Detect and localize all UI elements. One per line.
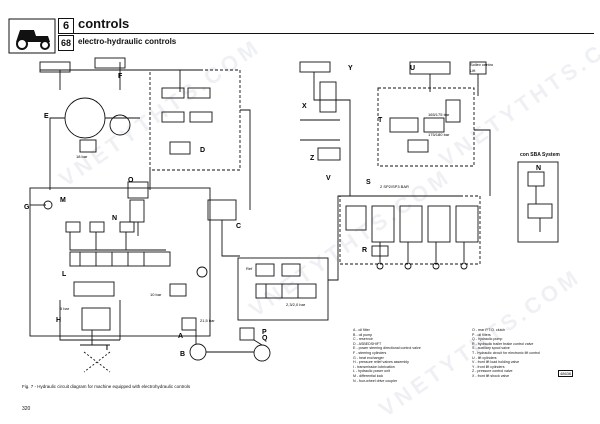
legend-item: E - power steering directional control v… — [353, 346, 421, 351]
label-I: I — [106, 345, 108, 352]
label-Y: Y — [348, 65, 353, 72]
legend-item: M - differential lock — [353, 373, 384, 378]
header-rule — [58, 33, 594, 34]
legend-item: S - auxiliary spool valve — [472, 346, 510, 351]
legend-item: N - four-wheel drive coupler — [353, 378, 398, 383]
label-Q: Q — [262, 335, 268, 342]
label-A: A — [178, 333, 183, 340]
legend-item: R - hydraulic trailer brake control valv… — [472, 341, 534, 346]
legend-item: L - hydraulic power unit — [353, 369, 391, 374]
legend-item: Y - front lift cylinders — [472, 364, 505, 369]
sba-system-title: con SBA System — [520, 152, 560, 158]
label-H: H — [56, 317, 61, 324]
legend-item: X - front lift shock valve — [472, 373, 510, 378]
legend-item: U - lift cylinders — [472, 355, 497, 360]
label-D: D — [200, 147, 205, 154]
label-L: L — [62, 271, 67, 278]
note-text: Ref — [246, 266, 253, 271]
legend-item: O - rear P.T.O. clutch — [472, 328, 506, 332]
note-text: Lift — [470, 68, 476, 73]
figure-tag: 48636 — [558, 370, 574, 377]
label-M: M — [60, 197, 66, 204]
note-pressure: 175/180 bar — [428, 132, 450, 137]
legend-left: A - oil filter B - oil pump C - reservoi… — [353, 328, 421, 383]
label-F: F — [118, 73, 123, 80]
legend-item: H - pressure relief valves assembly — [353, 360, 409, 365]
note-pressure: 2,3/2,0 bar — [286, 302, 306, 307]
label-N-sba: N — [536, 165, 541, 172]
note-pressure: 10 bar — [150, 292, 162, 297]
label-G: G — [24, 204, 30, 211]
note-pressure: 18 bar — [76, 154, 88, 159]
legend-item: D - ASBEDSHIFT — [353, 341, 382, 346]
label-X: X — [302, 103, 307, 110]
page-subtitle: electro-hydraulic controls — [78, 37, 177, 46]
label-O: O — [128, 177, 134, 184]
legend-item: Z - pressure control valve — [472, 369, 513, 374]
label-Z: Z — [310, 155, 315, 162]
tractor-logo-icon — [8, 18, 56, 54]
note-pressure: 21,5 bar — [200, 318, 215, 323]
label-E: E — [44, 113, 49, 120]
page-title: controls — [78, 16, 130, 31]
legend-right: O - rear P.T.O. clutch P - oil filters Q… — [472, 328, 540, 379]
label-C: C — [236, 223, 241, 230]
page-number: 320 — [22, 406, 31, 412]
legend-item: G - heat exchanger — [353, 355, 384, 360]
legend-item: T - hydraulic circuit for electronic lif… — [472, 350, 541, 355]
label-T: T — [378, 117, 383, 124]
legend-item: C - reservoir — [353, 337, 373, 342]
legend-item: F - steering cylinders — [353, 350, 387, 355]
label-P: P — [262, 329, 267, 336]
legend-item: I - transmission lubrication — [353, 364, 395, 369]
subsection-number: 68 — [58, 35, 74, 51]
note-pressure: 2 SP2/SP3 BAR — [380, 184, 409, 189]
legend-item: V - front lift load holding valve — [472, 360, 520, 365]
legend-item: Q - hydraulic pump — [472, 337, 503, 342]
label-S: S — [366, 179, 371, 186]
label-B: B — [180, 351, 185, 358]
legend-item: B - oil pump — [353, 332, 373, 337]
note-pressure: 5 bar — [60, 306, 70, 311]
note-text: Sollev centro — [470, 62, 494, 67]
figure-caption: Fig. 7 - Hydraulic circuit diagram for m… — [22, 384, 191, 389]
note-pressure: 165/175 bar — [428, 112, 450, 117]
label-R: R — [362, 247, 367, 254]
legend-item: A - oil filter — [353, 328, 370, 332]
label-N: N — [112, 215, 117, 222]
label-V: V — [326, 175, 331, 182]
label-U: U — [410, 65, 415, 72]
legend-item: P - oil filters — [472, 332, 491, 337]
